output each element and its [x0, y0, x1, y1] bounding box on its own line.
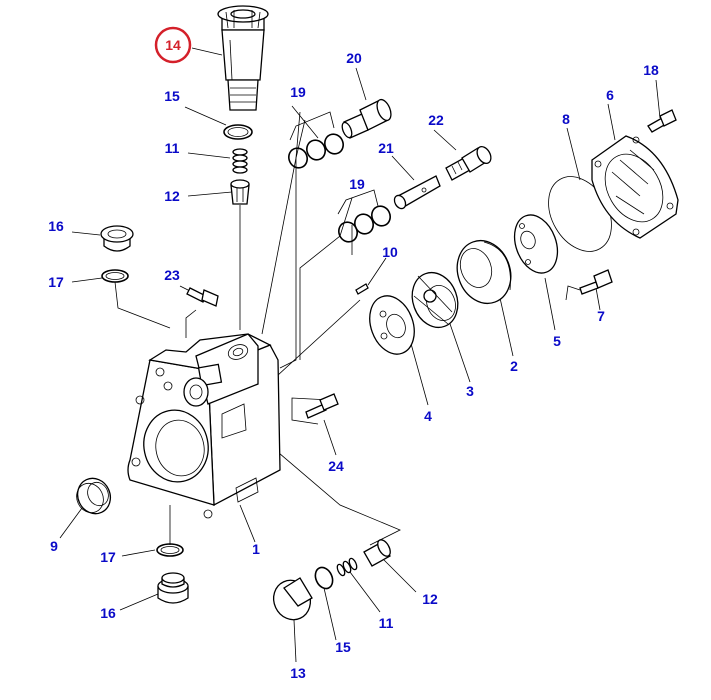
callout-5[interactable]: 5: [553, 333, 561, 349]
part-16a-plug: [100, 225, 134, 252]
part-24-bolt: [305, 393, 339, 419]
callout-11-upper[interactable]: 11: [165, 140, 180, 156]
part-6-end-cover: [591, 135, 679, 239]
callout-19-lower[interactable]: 19: [349, 176, 365, 192]
callout-24[interactable]: 24: [328, 458, 344, 474]
leader-lines: [59, 47, 661, 663]
part-14-strainer: [217, 5, 269, 111]
part-10-pin: [355, 283, 369, 295]
callout-labels: 14 15 11 12 16 17 23 19 19 20 21 22 10 8…: [48, 37, 659, 681]
part-15a-o-ring: [223, 124, 253, 140]
callout-16-lower[interactable]: 16: [100, 605, 116, 621]
callout-8[interactable]: 8: [562, 111, 570, 127]
callout-3[interactable]: 3: [466, 383, 474, 399]
callout-15-upper[interactable]: 15: [164, 88, 180, 104]
callout-17-lower[interactable]: 17: [100, 549, 116, 565]
part-23-bolt: [186, 287, 219, 307]
callout-11-lower[interactable]: 11: [379, 615, 394, 631]
callout-1[interactable]: 1: [252, 541, 260, 557]
part-4-side-plate: [369, 295, 415, 355]
part-11a-spring: [232, 148, 248, 174]
part-7-bolt: [579, 269, 613, 295]
part-17a-washer: [101, 269, 129, 283]
part-15b-o-ring: [314, 566, 334, 590]
part-12a-plug: [230, 179, 250, 205]
part-17b-washer: [156, 543, 184, 557]
callout-2[interactable]: 2: [510, 358, 518, 374]
callout-4[interactable]: 4: [424, 408, 432, 424]
callout-16-upper[interactable]: 16: [48, 218, 64, 234]
part-20-plug: [341, 98, 392, 139]
callout-21[interactable]: 21: [378, 140, 394, 156]
callout-18[interactable]: 18: [643, 62, 659, 78]
part-2-cam-ring: [456, 239, 512, 305]
callout-17-upper[interactable]: 17: [48, 274, 64, 290]
part-18-bolt: [647, 109, 677, 133]
part-12b-plug: [363, 539, 391, 567]
part-3-gear-set: [411, 271, 459, 329]
callout-19-upper[interactable]: 19: [290, 84, 306, 100]
callout-9[interactable]: 9: [50, 538, 58, 554]
part-19b-o-rings: [337, 189, 391, 243]
highlight-ring: [154, 26, 192, 64]
callout-15-lower[interactable]: 15: [335, 639, 351, 655]
callout-6[interactable]: 6: [606, 87, 614, 103]
part-1-pump-housing: [127, 333, 281, 519]
part-22-valve: [445, 145, 492, 181]
callout-20[interactable]: 20: [346, 50, 362, 66]
callout-10[interactable]: 10: [382, 244, 398, 260]
callout-12-lower[interactable]: 12: [422, 591, 438, 607]
part-19a-o-rings: [288, 111, 344, 169]
part-13-plug: [272, 577, 313, 621]
callout-12-upper[interactable]: 12: [164, 188, 180, 204]
callout-14[interactable]: 14: [165, 37, 181, 53]
part-21-valve-stem: [393, 175, 441, 210]
callout-23[interactable]: 23: [164, 267, 180, 283]
part-5-cover-plate: [513, 214, 559, 274]
callout-13[interactable]: 13: [290, 665, 306, 681]
part-11b-spring: [336, 557, 358, 577]
part-9-oil-seal: [76, 477, 112, 515]
callout-22[interactable]: 22: [428, 112, 444, 128]
callout-7[interactable]: 7: [597, 308, 605, 324]
part-16b-plug: [157, 572, 189, 604]
